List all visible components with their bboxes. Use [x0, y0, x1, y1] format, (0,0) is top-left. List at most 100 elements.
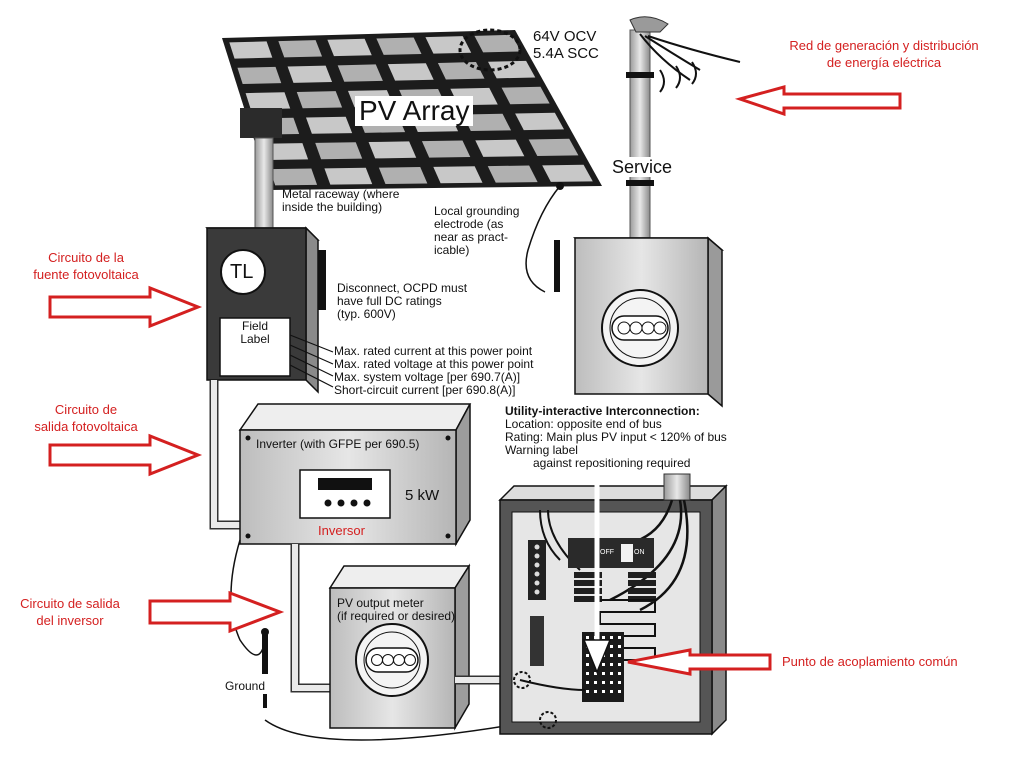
panel-switch-off: OFF [600, 549, 614, 556]
bar-screw [534, 580, 540, 586]
pv-breaker-terminal [610, 681, 613, 684]
pv-breaker-terminal [586, 681, 589, 684]
field-label-item-2: Max. rated voltage at this power point [334, 357, 534, 371]
pv-cell [305, 116, 353, 134]
pv-breaker-terminal [586, 690, 589, 693]
pv-cell [368, 141, 417, 159]
pv-breaker-terminal [586, 636, 589, 639]
pv-meter-title: PV output meter (if required or desired) [337, 597, 455, 623]
grounding-note-line-2: electrode (as [434, 217, 504, 231]
service-meter-box [572, 236, 725, 408]
pv-breaker-terminal [586, 663, 589, 666]
annotation-red-generacion-line-2: de energía eléctrica [826, 55, 942, 70]
breaker [628, 572, 656, 578]
pv-breaker-terminal [610, 645, 613, 648]
pv-cell [474, 34, 521, 53]
pv-cell [287, 65, 333, 83]
pv-breaker-terminal [602, 663, 605, 666]
pv-cell [542, 164, 593, 182]
pv-breaker-terminal [594, 672, 597, 675]
pv-breaker-terminal [618, 681, 621, 684]
pv-cell [501, 86, 550, 105]
raceway-note-line-2: inside the building) [282, 200, 383, 214]
grounding-note-line-3: near as pract- [434, 230, 509, 244]
annotation-salida-fv: Circuito de salida fotovoltaica [6, 401, 166, 435]
disconnect-note-line-3: (typ. 600V) [337, 307, 396, 321]
field-label-text: Field Label [220, 320, 290, 346]
breaker [628, 588, 656, 594]
dc-disconnect-box [205, 226, 326, 394]
interconnection-line-4: against repositioning required [533, 456, 691, 470]
pv-breaker-terminal [594, 681, 597, 684]
disconnect-logo: TL [230, 261, 254, 283]
arrow-punto-acoplamiento [627, 648, 772, 676]
pv-array-title: PV Array [355, 96, 474, 126]
interconnection-line-3: Warning label [505, 443, 578, 457]
annotation-fuente-fv-line-2: fuente fotovoltaica [33, 267, 139, 282]
pv-breaker-terminal [602, 672, 605, 675]
annotation-fuente-fv-line-1: Circuito de la [48, 250, 124, 265]
pv-cell [337, 64, 383, 82]
bar-screw [534, 571, 540, 577]
pv-cell [229, 41, 273, 59]
arrow-salida-fv [48, 433, 203, 477]
panel-switch-on: ON [634, 549, 645, 556]
inverter-caption-es: Inversor [318, 523, 365, 538]
pv-cell [327, 38, 372, 57]
pv-cell [296, 91, 343, 109]
pv-cell [324, 167, 373, 185]
pv-cell [488, 60, 536, 79]
pv-cell [387, 63, 434, 81]
bar-screw [534, 562, 540, 568]
breaker [628, 580, 656, 586]
field-label-plate [219, 317, 291, 377]
disconnect-note: Disconnect, OCPD must have full DC ratin… [337, 282, 467, 321]
pv-cell [237, 66, 282, 84]
field-label-leaders [289, 334, 334, 388]
inverter-box [238, 403, 472, 547]
annotation-fuente-fv: Circuito de la fuente fotovoltaica [6, 249, 166, 283]
bar-screw [534, 544, 540, 550]
grounding-electrode [554, 240, 560, 292]
grounding-note-line-4: icable) [434, 243, 470, 257]
array-junction-box [240, 108, 282, 138]
pv-meter-title-line-2: (if required or desired) [337, 609, 456, 623]
raceway-note: Metal raceway (where inside the building… [282, 188, 399, 214]
inverter-power: 5 kW [405, 487, 440, 504]
pv-cell [528, 138, 579, 157]
annotation-red-generacion: Red de generación y distribución de ener… [744, 37, 1024, 71]
pv-cell [278, 40, 323, 58]
pv-breaker-terminal [618, 636, 621, 639]
interconnection-pointer-head [582, 639, 612, 674]
pv-scc-label: 5.4A SCC [533, 45, 599, 62]
inverter-output-conduit [290, 544, 330, 693]
pv-cell [378, 167, 428, 184]
pv-breaker-terminal [610, 672, 613, 675]
pv-breaker-terminal [586, 654, 589, 657]
metal-raceway [254, 137, 274, 231]
disconnect-note-line-1: Disconnect, OCPD must [337, 281, 468, 295]
field-label-line-1: Field [241, 319, 268, 333]
breaker [574, 580, 602, 586]
ground-label: Ground [225, 679, 266, 693]
field-label-line-2: Label [240, 332, 270, 346]
inverter-display [299, 469, 391, 519]
pv-breaker-terminal [586, 672, 589, 675]
pv-breaker-terminal [602, 690, 605, 693]
breaker [574, 596, 602, 602]
pv-breaker-terminal [610, 654, 613, 657]
field-label-item-1: Max. rated current at this power point [334, 344, 533, 358]
disconnect-note-line-2: have full DC ratings [337, 294, 442, 308]
grounding-note-line-1: Local grounding [434, 204, 520, 218]
interconnection-line-2: Rating: Main plus PV input < 120% of bus [505, 430, 727, 444]
breaker [574, 572, 602, 578]
pv-cell [475, 139, 525, 157]
pv-cell [315, 142, 363, 160]
breaker [574, 588, 602, 594]
raceway-note-line-1: Metal raceway (where [282, 187, 400, 201]
annotation-salida-inversor-line-2: del inversor [36, 613, 104, 628]
field-label-item-3: Max. system voltage [per 690.7(A)] [334, 370, 521, 384]
pv-breaker-terminal [618, 663, 621, 666]
